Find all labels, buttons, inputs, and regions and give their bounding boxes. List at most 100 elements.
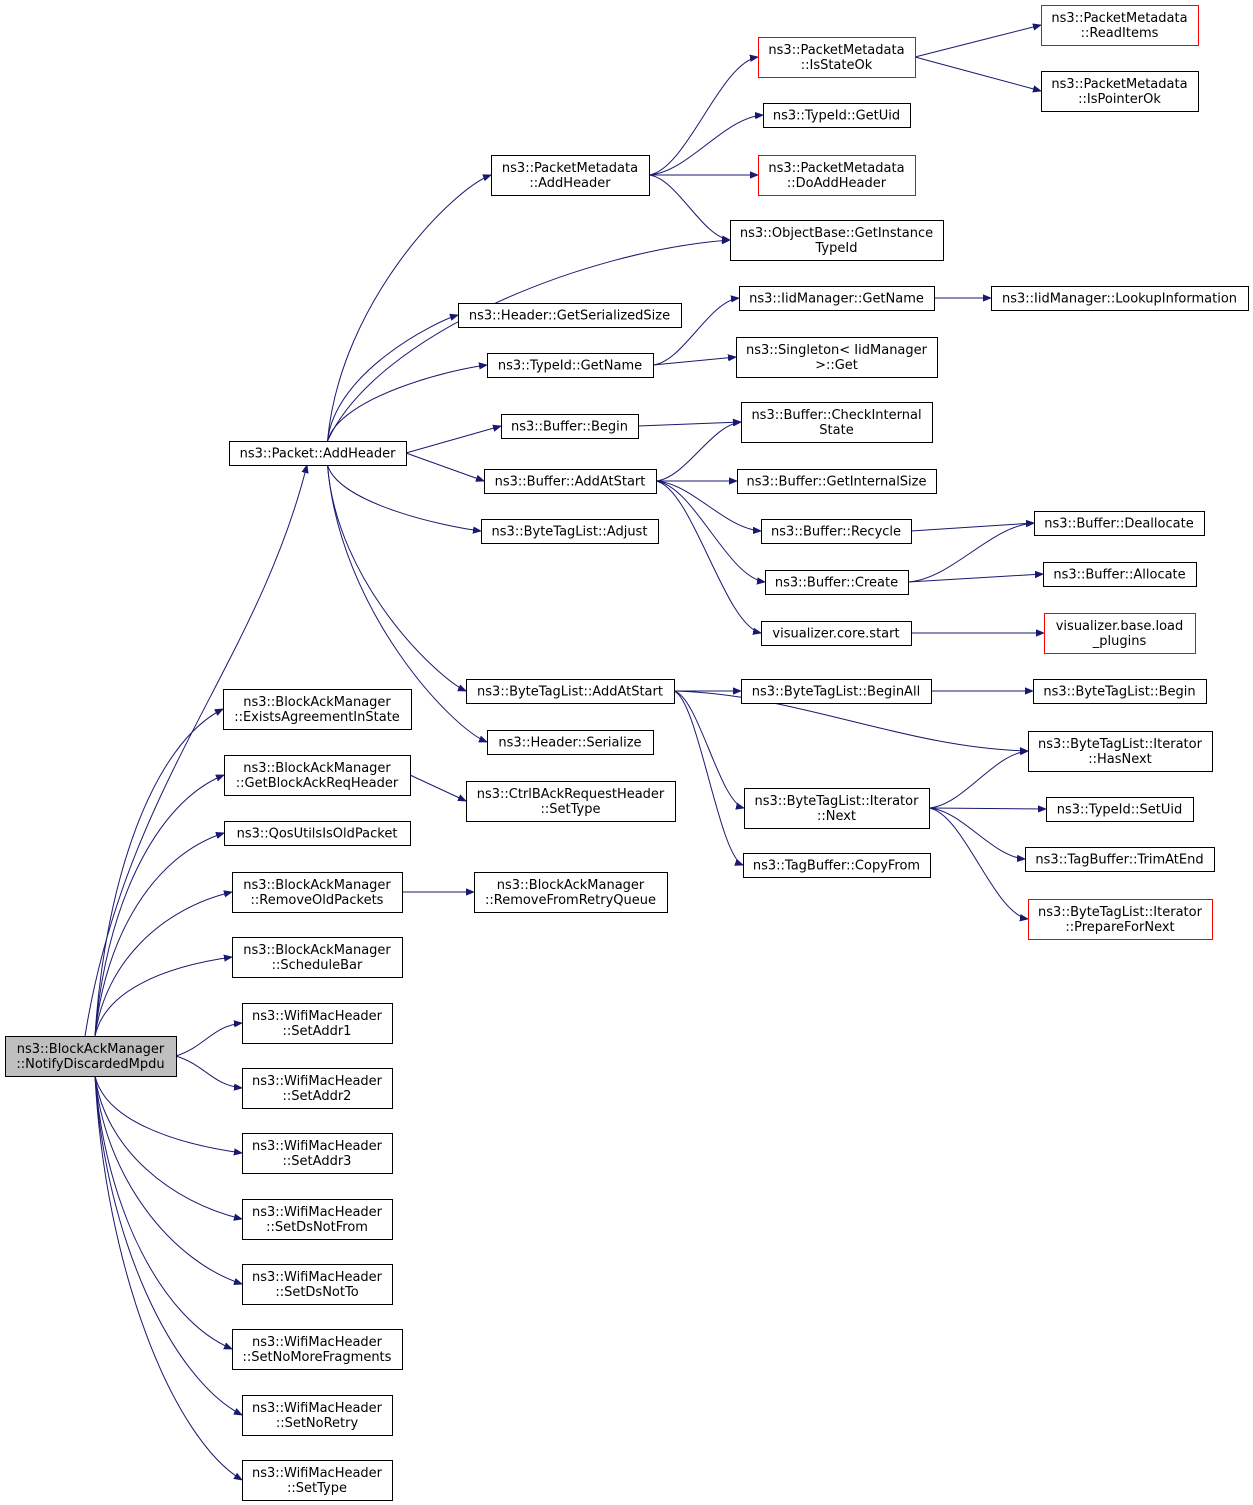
node-label-line: ns3::Buffer::Begin (511, 420, 628, 435)
node-pm-ispointerok[interactable]: ns3::PacketMetadata::IsPointerOk (1041, 71, 1199, 112)
node-label-line: ns3::QosUtilsIsOldPacket (237, 827, 398, 842)
node-typeid-getuid[interactable]: ns3::TypeId::GetUid (763, 103, 911, 128)
node-box (229, 441, 407, 466)
edge-root-to-bam-existsagreementinstate (94, 709, 223, 1037)
node-box (739, 286, 935, 311)
node-wmh-setnomorefragments[interactable]: ns3::WifiMacHeader::SetNoMoreFragments (232, 1329, 403, 1370)
node-label-line: ns3::WifiMacHeader (252, 1335, 383, 1350)
node-buffer-getinternalsize[interactable]: ns3::Buffer::GetInternalSize (737, 469, 937, 494)
node-pm-readitems[interactable]: ns3::PacketMetadata::ReadItems (1041, 5, 1199, 46)
node-label-line: ns3::Header::Serialize (498, 736, 641, 751)
node-iterator-preparefornext[interactable]: ns3::ByteTagList::Iterator::PrepareForNe… (1028, 899, 1213, 940)
node-bam-getblockackreqheader[interactable]: ns3::BlockAckManager::GetBlockAckReqHead… (224, 755, 411, 796)
node-singleton-get[interactable]: ns3::Singleton< IidManager>::Get (736, 337, 938, 378)
node-header-serialize[interactable]: ns3::Header::Serialize (487, 730, 654, 755)
node-wmh-setdsnotfrom[interactable]: ns3::WifiMacHeader::SetDsNotFrom (242, 1199, 393, 1240)
node-iidmanager-lookupinformation[interactable]: ns3::IidManager::LookupInformation (991, 286, 1249, 311)
node-wmh-setdsnotto[interactable]: ns3::WifiMacHeader::SetDsNotTo (242, 1264, 393, 1305)
node-label-line: ::HasNext (1088, 752, 1152, 767)
node-bytetaglist-addatstart[interactable]: ns3::ByteTagList::AddAtStart (466, 679, 675, 704)
node-bytetaglist-adjust[interactable]: ns3::ByteTagList::Adjust (481, 519, 659, 544)
node-qosutilsisoldpacket[interactable]: ns3::QosUtilsIsOldPacket (224, 821, 411, 846)
edge-buffer-create-to-buffer-allocate (907, 574, 1043, 583)
node-packet-addheader[interactable]: ns3::Packet::AddHeader (229, 441, 407, 466)
node-buffer-begin[interactable]: ns3::Buffer::Begin (501, 414, 639, 439)
node-box (765, 570, 909, 595)
node-bam-removefromretryqueue[interactable]: ns3::BlockAckManager::RemoveFromRetryQue… (474, 872, 668, 913)
node-pm-isstateok[interactable]: ns3::PacketMetadata::IsStateOk (758, 37, 916, 78)
node-box (761, 621, 912, 646)
node-bytetaglist-beginall[interactable]: ns3::ByteTagList::BeginAll (741, 679, 932, 704)
node-header-getserializedsize[interactable]: ns3::Header::GetSerializedSize (458, 303, 682, 328)
node-box (224, 821, 411, 846)
node-box (232, 937, 403, 978)
node-visualizer-core-start[interactable]: visualizer.core.start (761, 621, 912, 646)
node-label-line: ::SetType (287, 1481, 347, 1496)
node-label-line: ns3::TagBuffer::TrimAtEnd (1035, 853, 1203, 868)
node-root[interactable]: ns3::BlockAckManager::NotifyDiscardedMpd… (5, 1036, 177, 1077)
node-wmh-setaddr1[interactable]: ns3::WifiMacHeader::SetAddr1 (242, 1003, 393, 1044)
node-box (1041, 5, 1199, 46)
node-bam-removeoldpackets[interactable]: ns3::BlockAckManager::RemoveOldPackets (232, 872, 403, 913)
node-label-line: ::IsStateOk (801, 58, 873, 73)
node-iidmanager-getname[interactable]: ns3::IidManager::GetName (739, 286, 935, 311)
node-label-line: ::SetNoMoreFragments (243, 1350, 392, 1365)
edge-iterator-next-to-iterator-hasnext (928, 751, 1028, 809)
node-box (487, 730, 654, 755)
node-pm-addheader[interactable]: ns3::PacketMetadata::AddHeader (491, 155, 650, 196)
node-label-line: ns3::BlockAckManager (243, 761, 391, 776)
node-buffer-recycle[interactable]: ns3::Buffer::Recycle (761, 519, 912, 544)
node-label-line: ns3::TypeId::GetName (498, 359, 642, 374)
node-box (242, 1264, 393, 1305)
node-label-line: >::Get (815, 358, 858, 373)
edge-pm-isstateok-to-pm-ispointerok (914, 56, 1041, 91)
node-wmh-settype[interactable]: ns3::WifiMacHeader::SetType (242, 1460, 393, 1501)
node-wmh-setaddr2[interactable]: ns3::WifiMacHeader::SetAddr2 (242, 1068, 393, 1109)
node-box (1046, 797, 1194, 822)
node-visualizer-base-load-plugins[interactable]: visualizer.base.load_plugins (1044, 613, 1196, 654)
node-typeid-getname[interactable]: ns3::TypeId::GetName (487, 353, 654, 378)
node-label-line: ns3::WifiMacHeader (252, 1205, 383, 1220)
node-bam-existsagreementinstate[interactable]: ns3::BlockAckManager::ExistsAgreementInS… (223, 689, 412, 730)
node-label-line: ::SetDsNotFrom (266, 1220, 368, 1235)
edge-root-to-bam-schedulebar (94, 957, 232, 1037)
edge-bytetaglist-addatstart-to-iterator-hasnext (673, 690, 1028, 751)
node-buffer-create[interactable]: ns3::Buffer::Create (765, 570, 909, 595)
node-box (736, 337, 938, 378)
edge-pm-addheader-to-objectbase-getinstancetypeid (648, 174, 730, 240)
node-iterator-next[interactable]: ns3::ByteTagList::Iterator::Next (744, 788, 930, 829)
edge-bytetaglist-addatstart-to-tagbuffer-copyfrom (673, 690, 743, 865)
node-box (1043, 562, 1197, 587)
node-bytetaglist-begin[interactable]: ns3::ByteTagList::Begin (1033, 679, 1207, 704)
edge-root-to-bam-getblockackreqheader (94, 774, 224, 1037)
node-tagbuffer-copyfrom[interactable]: ns3::TagBuffer::CopyFrom (743, 853, 931, 878)
edge-packet-addheader-to-typeid-getname (327, 365, 488, 442)
node-buffer-deallocate[interactable]: ns3::Buffer::Deallocate (1034, 511, 1205, 536)
node-typeid-setuid[interactable]: ns3::TypeId::SetUid (1046, 797, 1194, 822)
node-pm-doaddheader[interactable]: ns3::PacketMetadata::DoAddHeader (758, 155, 916, 196)
node-label-line: ns3::IidManager::LookupInformation (1002, 292, 1237, 307)
node-box (741, 402, 933, 443)
node-buffer-addatstart[interactable]: ns3::Buffer::AddAtStart (484, 469, 657, 494)
node-label-line: ::SetType (541, 802, 601, 817)
node-box (743, 853, 931, 878)
node-wmh-setnoretry[interactable]: ns3::WifiMacHeader::SetNoRetry (242, 1395, 393, 1436)
node-buffer-allocate[interactable]: ns3::Buffer::Allocate (1043, 562, 1197, 587)
node-bam-schedulebar[interactable]: ns3::BlockAckManager::ScheduleBar (232, 937, 403, 978)
node-tagbuffer-trimatend[interactable]: ns3::TagBuffer::TrimAtEnd (1025, 847, 1215, 872)
node-label-line: ns3::ByteTagList::Iterator (1038, 737, 1203, 752)
node-box (1041, 71, 1199, 112)
node-label-line: visualizer.base.load (1056, 619, 1184, 634)
node-ctrlbackrequestheader-settype[interactable]: ns3::CtrlBAckRequestHeader::SetType (466, 781, 676, 822)
node-label-line: ns3::WifiMacHeader (252, 1401, 383, 1416)
node-box (474, 872, 668, 913)
node-box (761, 519, 912, 544)
node-iterator-hasnext[interactable]: ns3::ByteTagList::Iterator::HasNext (1028, 731, 1213, 772)
node-label-line: ns3::WifiMacHeader (252, 1270, 383, 1285)
node-wmh-setaddr3[interactable]: ns3::WifiMacHeader::SetAddr3 (242, 1133, 393, 1174)
node-label-line: ns3::WifiMacHeader (252, 1074, 383, 1089)
node-box (232, 872, 403, 913)
